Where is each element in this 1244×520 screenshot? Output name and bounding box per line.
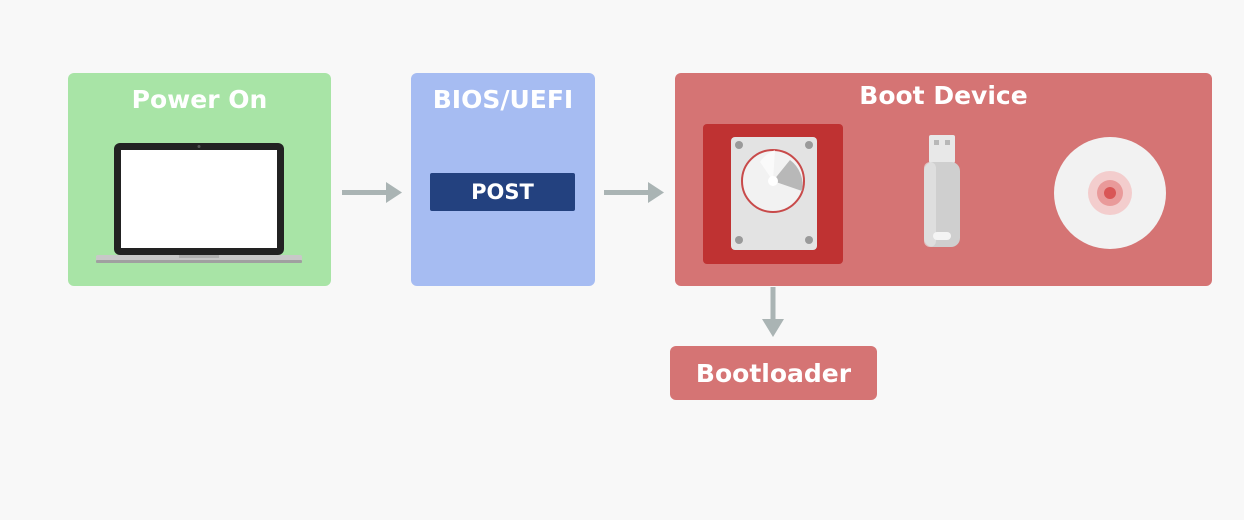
power-on-title: Power On <box>131 85 268 114</box>
optical-disc-icon <box>1054 137 1166 249</box>
power-on-panel: Power On <box>68 73 331 286</box>
bootloader-box: Bootloader <box>670 346 877 400</box>
hard-drive-icon <box>731 137 817 250</box>
boot-device-panel: Boot Device <box>675 73 1212 286</box>
arrow-right-icon <box>342 182 402 203</box>
arrow-right-icon <box>604 182 664 203</box>
bios-uefi-title: BIOS/UEFI <box>432 85 574 114</box>
usb-drive-icon <box>924 135 960 247</box>
bios-uefi-panel: BIOS/UEFI POST <box>411 73 595 286</box>
laptop-icon <box>96 143 302 263</box>
post-box: POST <box>430 173 575 211</box>
arrow-down-icon <box>762 287 784 337</box>
boot-device-title: Boot Device <box>859 81 1028 110</box>
